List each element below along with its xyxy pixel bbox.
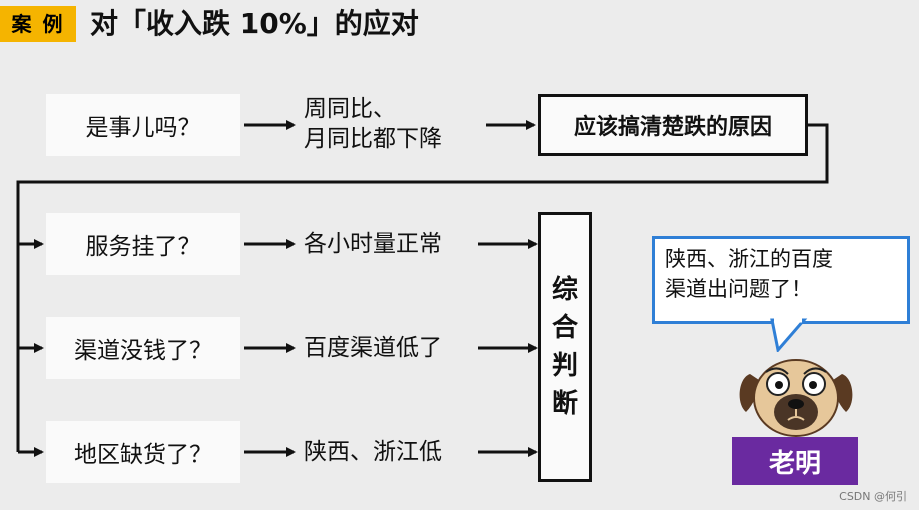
synthesis-char-3: 判 xyxy=(552,347,578,385)
finding-1: 周同比、 月同比都下降 xyxy=(304,94,442,154)
pug-dog-icon xyxy=(736,352,856,438)
speech-line-1: 陕西、浙江的百度 xyxy=(665,244,897,274)
finding-3: 百度渠道低了 xyxy=(304,333,442,363)
synthesis-char-2: 合 xyxy=(552,309,578,347)
finding-1-line2: 月同比都下降 xyxy=(304,124,442,154)
speech-bubble-tail xyxy=(770,318,810,352)
question-box-4: 地区缺货了？ xyxy=(46,421,240,483)
finding-4: 陕西、浙江低 xyxy=(304,437,442,467)
question-box-2: 服务挂了？ xyxy=(46,213,240,275)
finding-1-line1: 周同比、 xyxy=(304,94,442,124)
speech-line-2: 渠道出问题了！ xyxy=(665,274,897,304)
finding-2: 各小时量正常 xyxy=(304,229,442,259)
conclusion-box: 应该搞清楚跌的原因 xyxy=(538,94,808,156)
question-box-3: 渠道没钱了？ xyxy=(46,317,240,379)
question-box-1: 是事儿吗？ xyxy=(46,94,240,156)
watermark: CSDN @何引 xyxy=(839,488,907,504)
speech-bubble: 陕西、浙江的百度 渠道出问题了！ xyxy=(652,236,910,324)
synthesis-char-1: 综 xyxy=(552,271,578,309)
synthesis-box: 综 合 判 断 xyxy=(538,212,592,482)
synthesis-char-4: 断 xyxy=(552,385,578,423)
character-name-tag: 老明 xyxy=(732,437,858,485)
